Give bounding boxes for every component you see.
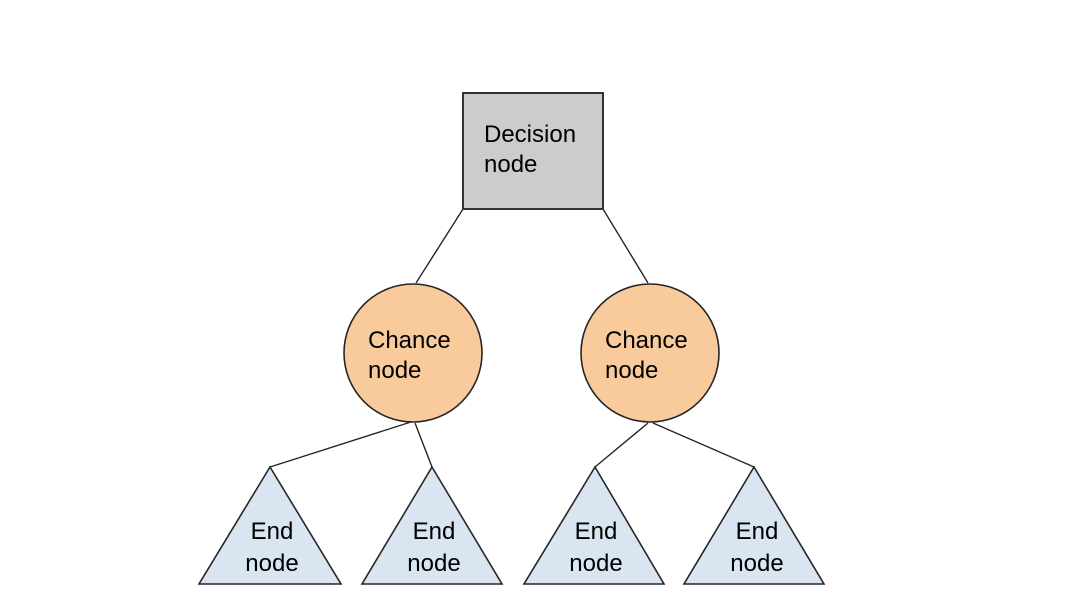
- chance-node-left-label-line2: node: [368, 357, 421, 384]
- end-node-2: End node: [360, 465, 504, 585]
- edge-decision-to-chance-right: [602, 208, 649, 284]
- decision-node-shape: [462, 92, 604, 210]
- end-node-4: End node: [682, 465, 826, 585]
- decision-node: Decision node: [462, 92, 604, 210]
- chance-node-left-label-line1: Chance: [368, 327, 451, 354]
- chance-node-right: Chance node: [580, 283, 720, 423]
- chance-node-right-shape: [580, 283, 720, 423]
- end-node-2-shape: [360, 465, 504, 585]
- end-node-1-label-line2: node: [245, 550, 298, 577]
- end-node-2-label-line2: node: [407, 550, 460, 577]
- chance-node-right-label-line2: node: [605, 357, 658, 384]
- end-node-4-label-line2: node: [730, 550, 783, 577]
- edges: [269, 208, 755, 468]
- edge-chance-left-to-end-1: [269, 421, 412, 468]
- chance-node-left: Chance node: [343, 283, 483, 423]
- end-node-4-label-line1: End: [736, 518, 779, 545]
- edge-chance-right-to-end-3: [594, 422, 649, 468]
- end-node-1: End node: [197, 465, 343, 585]
- decision-node-label-line1: Decision: [484, 121, 576, 148]
- end-node-4-shape: [682, 465, 826, 585]
- end-node-1-shape: [197, 465, 343, 585]
- end-node-3: End node: [522, 465, 666, 585]
- edge-chance-right-to-end-4: [652, 422, 755, 468]
- end-node-3-shape: [522, 465, 666, 585]
- end-node-2-label-line1: End: [413, 518, 456, 545]
- edge-chance-left-to-end-2: [414, 422, 433, 468]
- decision-node-label-line2: node: [484, 151, 537, 178]
- chance-node-left-shape: [343, 283, 483, 423]
- end-node-3-label-line1: End: [575, 518, 618, 545]
- end-node-1-label-line1: End: [251, 518, 294, 545]
- chance-node-right-label-line1: Chance: [605, 327, 688, 354]
- edge-decision-to-chance-left: [415, 208, 464, 284]
- end-node-3-label-line2: node: [569, 550, 622, 577]
